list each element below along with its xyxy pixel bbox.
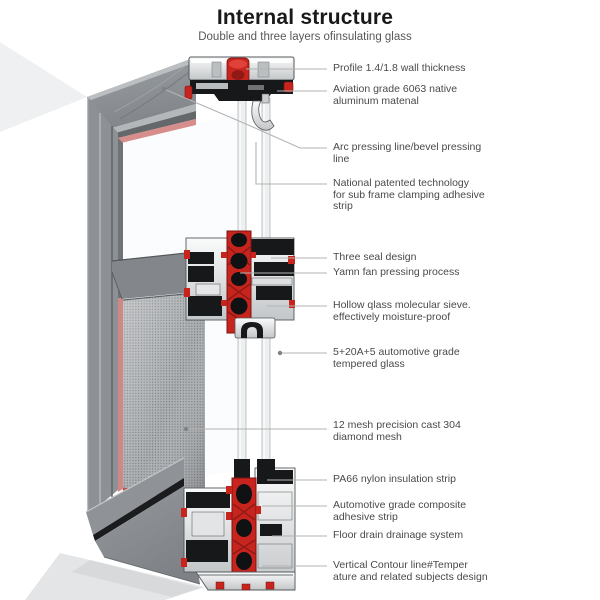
label-molecular-sieve: Hollow qlass molecular sieve. effectivel… bbox=[333, 299, 471, 323]
page-title: Internal structure bbox=[216, 6, 394, 29]
label-tempered-glass: 5+20A+5 automotive grade tempered glass bbox=[333, 346, 460, 370]
frame-left-jamb bbox=[87, 97, 123, 516]
label-clamping-adhesive-strip: National patented technology for sub fra… bbox=[333, 177, 485, 213]
floor-drain-slot bbox=[260, 524, 282, 536]
arc-pressing-groove bbox=[113, 66, 185, 113]
label-yarn-fan-pressing: Yamn fan pressing process bbox=[333, 266, 460, 278]
mesh-screen bbox=[122, 291, 206, 502]
label-aluminum-material: Aviation grade 6063 native aluminum mate… bbox=[333, 83, 458, 107]
label-diamond-mesh: 12 mesh precision cast 304 diamond mesh bbox=[333, 419, 461, 443]
frame-head-beam bbox=[87, 57, 196, 143]
jamb-seal-strip bbox=[118, 298, 123, 492]
pointer-dot bbox=[161, 86, 167, 92]
subframe-clamp-hook bbox=[251, 100, 275, 131]
frame-sill-beam bbox=[85, 457, 201, 585]
background-shading bbox=[0, 42, 205, 600]
leader-lines bbox=[161, 68, 327, 567]
head-seal-strip bbox=[118, 119, 196, 143]
page-subtitle: Double and three layers ofinsulating gla… bbox=[198, 31, 412, 43]
label-floor-drain: Floor drain drainage system bbox=[333, 529, 464, 541]
profile-section-bottom bbox=[181, 459, 296, 591]
label-profile-wall-thickness: Profile 1.4/1.8 wall thickness bbox=[333, 62, 466, 74]
label-contour-design: Vertical Contour line#Temper ature and r… bbox=[333, 559, 488, 583]
label-arc-pressing-line: Arc pressing line/bevel pressing line bbox=[333, 141, 482, 165]
label-nylon-insulation-strip: PA66 nylon insulation strip bbox=[333, 473, 456, 485]
label-composite-adhesive-strip: Automotive grade composite adhesive stri… bbox=[333, 499, 467, 523]
pointer-dot bbox=[183, 426, 189, 432]
molecular-sieve-seal bbox=[231, 272, 247, 286]
pointer-dot bbox=[277, 350, 283, 356]
label-three-seal-design: Three seal design bbox=[333, 251, 417, 263]
